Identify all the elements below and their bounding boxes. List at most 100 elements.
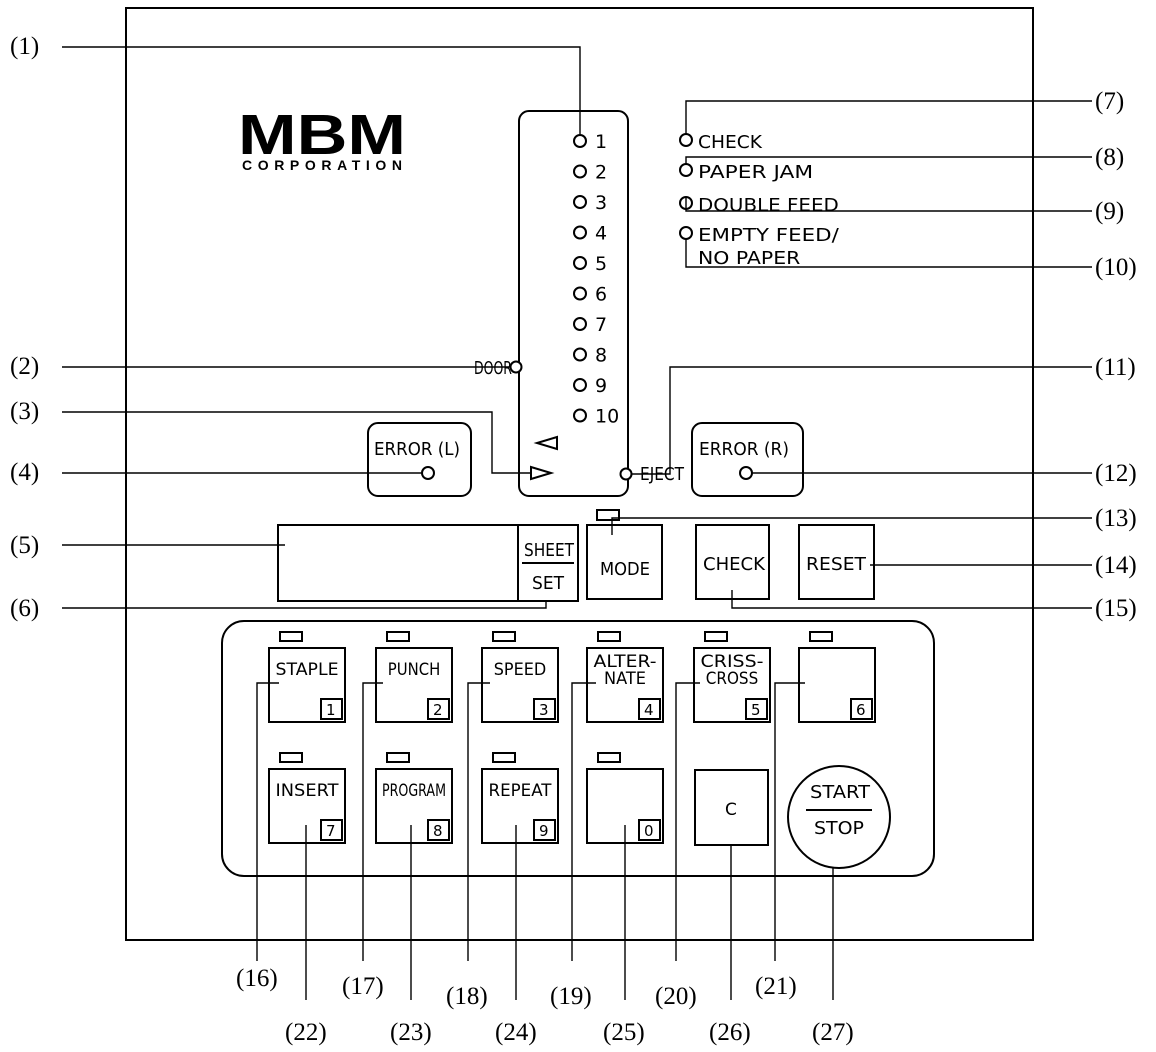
status-led: [679, 226, 693, 240]
keypad-frame: [221, 620, 935, 877]
leader-line: [774, 682, 805, 961]
callout-label: (3): [10, 398, 39, 425]
key-led: [386, 752, 410, 763]
error-left-label: ERROR (L): [374, 439, 460, 460]
callout-label: (15): [1095, 595, 1137, 622]
feed-led: [573, 378, 587, 392]
feed-led: [573, 286, 587, 301]
callout-label: (7): [1095, 88, 1124, 115]
callout-label: (2): [10, 353, 39, 380]
key-number-box: [427, 819, 450, 841]
error-right-label: ERROR (R): [699, 439, 789, 460]
feed-led: [573, 256, 587, 270]
leader-line: [675, 682, 700, 961]
leader-line: [632, 366, 1092, 475]
callout-label: (18): [446, 983, 488, 1010]
key-label: PROGRAM: [382, 781, 446, 801]
callout-label: (10): [1095, 254, 1137, 281]
leader-line: [685, 156, 1092, 164]
key-number-box: [533, 698, 556, 720]
key-label: SPEED: [494, 660, 547, 680]
feed-led-number: 2: [595, 162, 607, 184]
status-led: [679, 133, 693, 147]
feed-led: [573, 164, 587, 179]
key-label: ALTER-: [594, 652, 657, 672]
key-number: 5: [751, 701, 761, 719]
leader-line: [685, 100, 1092, 134]
key-label: STAPLE: [276, 660, 339, 680]
callout-label: (11): [1095, 354, 1136, 381]
key-led: [597, 752, 621, 763]
feed-led: [573, 317, 587, 331]
sheet-label: SHEET: [524, 540, 575, 561]
key-number: 8: [433, 822, 443, 840]
stop-label: STOP: [814, 818, 864, 839]
leader-line: [62, 46, 581, 134]
key-number-box: [427, 698, 450, 720]
feed-led: [573, 347, 587, 362]
feed-led-number: 6: [595, 284, 607, 306]
callout-label: (23): [390, 1019, 432, 1046]
clear-key[interactable]: [694, 769, 769, 846]
callout-label: (25): [603, 1019, 645, 1046]
feed-led: [573, 134, 587, 148]
logo-mark: MBM: [238, 103, 406, 167]
leader-line: [611, 517, 1092, 535]
door-led: [509, 360, 523, 374]
sheet-display: [277, 524, 579, 602]
callout-label: (24): [495, 1019, 537, 1046]
key-number: 1: [326, 701, 336, 719]
feed-led-strip: [518, 110, 629, 497]
callout-label: (17): [342, 973, 384, 1000]
error-left-led: [421, 466, 435, 480]
callout-label: (20): [655, 983, 697, 1010]
mode-button[interactable]: [586, 524, 663, 600]
leader-line: [362, 682, 383, 961]
check-button-label: CHECK: [703, 554, 766, 575]
set-label: SET: [532, 573, 565, 594]
callout-label: (27): [812, 1019, 854, 1046]
eject-led: [619, 467, 633, 481]
key-number-box: [745, 698, 768, 720]
callout-label: (14): [1095, 552, 1137, 579]
callout-label: (26): [709, 1019, 751, 1046]
callout-label: (8): [1095, 144, 1124, 171]
start-stop-button[interactable]: [787, 765, 891, 869]
callout-label: (19): [550, 983, 592, 1010]
error-left-box: [367, 422, 472, 497]
leader-line: [685, 197, 1092, 212]
leader-line: [62, 601, 547, 609]
key-led: [704, 631, 728, 642]
callout-label: (5): [10, 532, 39, 559]
key-label: PUNCH: [388, 660, 441, 680]
status-led-label-line2: NO PAPER: [698, 248, 800, 269]
error-right-led: [739, 466, 753, 480]
feed-led-number: 3: [595, 192, 607, 214]
key-number-box: [320, 819, 343, 841]
callout-label: (22): [285, 1019, 327, 1046]
door-label: DOOR: [474, 358, 512, 379]
key-led: [386, 631, 410, 642]
feed-led-number: 5: [595, 253, 607, 275]
key-number-box: [638, 819, 661, 841]
key-led: [279, 752, 303, 763]
reset-button[interactable]: [798, 524, 875, 600]
feed-led-number: 1: [595, 131, 607, 153]
leader-line: [256, 682, 279, 961]
feed-led: [573, 408, 587, 423]
status-led: [679, 163, 693, 177]
key-label-line2: NATE: [604, 669, 646, 689]
callout-label: (16): [236, 965, 278, 992]
key-number-box: [850, 698, 873, 720]
key-label: CRISS-: [701, 652, 764, 672]
callout-label: (6): [10, 595, 39, 622]
arrow-right-icon: [530, 465, 555, 481]
feed-led-number: 8: [595, 345, 607, 367]
key-number: 2: [433, 701, 443, 719]
mode-led: [596, 509, 620, 521]
reset-label: RESET: [806, 554, 867, 575]
key-led: [279, 631, 303, 642]
logo-company: CORPORATION: [242, 157, 402, 173]
key-number: 0: [644, 822, 654, 840]
